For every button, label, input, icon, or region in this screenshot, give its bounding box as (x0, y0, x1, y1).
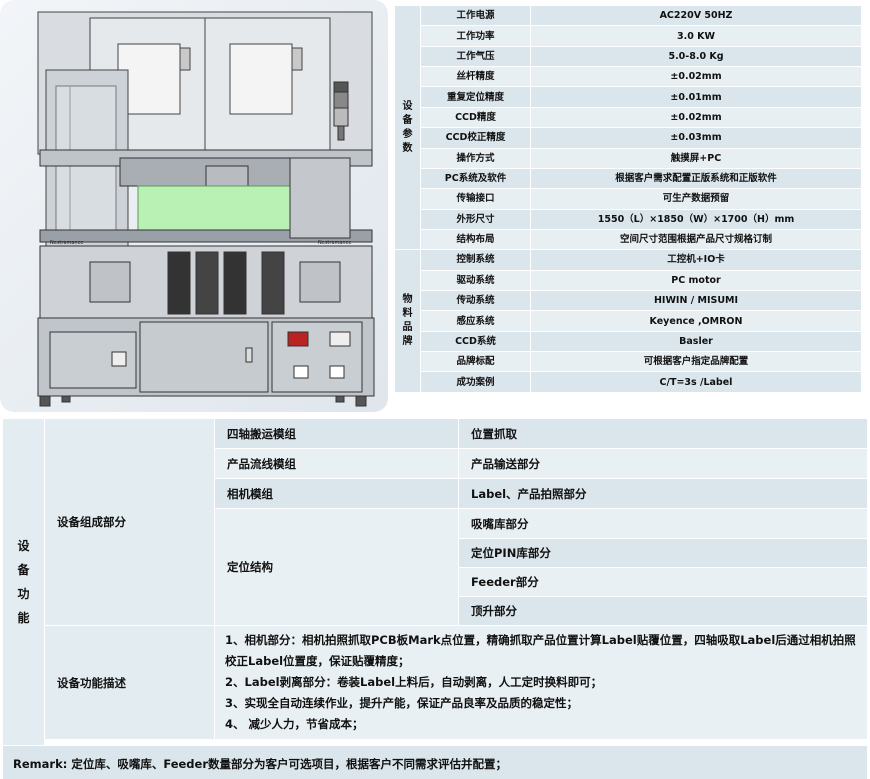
description-line: 2、Label剥离部分：卷装Label上料后，自动剥离，人工定时换料即可； (225, 675, 603, 689)
positioning-part: 定位PIN库部分 (458, 538, 868, 568)
spec-key: 控制系统 (420, 249, 531, 271)
spec-value: 可生产数据预留 (530, 188, 862, 210)
machine-drawing: Nestramance Nestramance (0, 0, 388, 412)
spec-value: AC220V 50HZ (530, 4, 862, 27)
spec-value: C/T=3s /Label (530, 371, 862, 393)
spec-value: Basler (530, 330, 862, 353)
feeder-area (39, 245, 373, 319)
spec-group-label: 物料品牌 (394, 249, 421, 393)
module-name: 产品流线模组 (214, 448, 459, 479)
positioning-part: Feeder部分 (458, 567, 868, 597)
spec-key: 丝杆精度 (420, 66, 531, 88)
module-part: 位置抓取 (458, 418, 868, 449)
positioning-name: 定位结构 (214, 508, 459, 626)
spec-value: 5.0-8.0 Kg (530, 45, 862, 68)
spec-key: 品牌标配 (420, 351, 531, 373)
spec-value: 3.0 KW (530, 25, 862, 47)
signal-tower (333, 81, 349, 141)
composition-label: 设备组成部分 (44, 418, 215, 626)
spec-key: 工作电源 (420, 4, 531, 27)
spec-value: 1550（L）×1850（W）×1700（H）mm (530, 208, 862, 230)
spec-key: 工作功率 (420, 25, 531, 47)
spec-row: 品牌标配可根据客户指定品牌配置 (395, 351, 862, 373)
spec-value: 触摸屏+PC (530, 147, 862, 169)
spec-key: 传动系统 (420, 290, 531, 312)
spec-row: CCD精度±0.02mm (395, 106, 862, 129)
spec-value: 可根据客户指定品牌配置 (530, 351, 862, 373)
positioning-part: 吸嘴库部分 (458, 508, 868, 539)
spec-value: ±0.02mm (530, 66, 862, 88)
spec-value: Keyence ,OMRON (530, 310, 862, 332)
spec-row: 物料品牌控制系统工控机+IO卡 (394, 249, 862, 393)
machine-feet (39, 395, 367, 407)
spec-key: CCD系统 (420, 330, 531, 353)
spec-key: CCD精度 (420, 106, 531, 129)
spec-value: 根据客户需求配置正版系统和正版软件 (530, 167, 862, 190)
spec-key: 重复定位精度 (420, 86, 531, 108)
description-line: 1、相机部分：相机拍照抓取PCB板Mark点位置，精确抓取产品位置计算Label… (225, 633, 856, 668)
module-part: 产品输送部分 (458, 448, 868, 479)
spec-key: 传输接口 (420, 188, 531, 210)
module-name: 相机模组 (214, 478, 459, 509)
spec-value: ±0.01mm (530, 86, 862, 108)
spec-key: PC系统及软件 (420, 167, 531, 190)
spec-row: PC系统及软件根据客户需求配置正版系统和正版软件 (395, 167, 862, 190)
description-cell: 1、相机部分：相机拍照抓取PCB板Mark点位置，精确抓取产品位置计算Label… (214, 625, 868, 740)
side-label: 设备功能 (17, 539, 30, 625)
spec-row: 重复定位精度±0.01mm (395, 86, 862, 108)
spec-key: 成功案例 (420, 371, 531, 393)
right-brand-label: Nestramance (318, 240, 351, 246)
spec-value: ±0.03mm (530, 127, 862, 149)
spec-key: 驱动系统 (420, 269, 531, 292)
left-brand-label: Nestramance (50, 240, 83, 246)
description-line: 4、 减少人力，节省成本； (225, 717, 364, 731)
spec-value: PC motor (530, 269, 862, 292)
spec-value: HIWIN / MISUMI (530, 290, 862, 312)
spec-key: 操作方式 (420, 147, 531, 169)
positioning-part: 顶升部分 (458, 596, 868, 626)
side-label-cell: 设备功能 (2, 418, 45, 746)
description-label: 设备功能描述 (44, 625, 215, 740)
spec-row: 传输接口可生产数据预留 (395, 188, 862, 210)
gantry (39, 149, 373, 243)
spec-value: 空间尺寸范围根据产品尺寸规格订制 (530, 228, 862, 251)
spec-key: 外形尺寸 (420, 208, 531, 230)
spec-key: 感应系统 (420, 310, 531, 332)
spec-key: CCD校正精度 (420, 127, 531, 149)
spec-row: CCD校正精度±0.03mm (395, 127, 862, 149)
module-name: 四轴搬运模组 (214, 418, 459, 449)
spec-row: 丝杆精度±0.02mm (395, 66, 862, 88)
spec-value: ±0.02mm (530, 106, 862, 129)
spec-row: 结构布局空间尺寸范围根据产品尺寸规格订制 (395, 228, 862, 251)
spec-value: 工控机+IO卡 (530, 249, 862, 271)
module-part: Label、产品拍照部分 (458, 478, 868, 509)
lower-cabinet (37, 317, 375, 397)
spec-group-label: 设备参数 (394, 4, 421, 251)
function-table: 设备功能 设备组成部分 四轴搬运模组 位置抓取 产品流线模组 产品输送部分 相机… (2, 418, 868, 779)
spec-key: 结构布局 (420, 228, 531, 251)
remark: Remark: 定位库、吸嘴库、Feeder数量部分为客户可选项目，根据客户不同… (2, 745, 868, 779)
description-line: 3、实现全自动连续作业，提升产能，保证产品良率及品质的稳定性； (225, 696, 578, 710)
spec-key: 工作气压 (420, 45, 531, 68)
spec-row: 操作方式触摸屏+PC (395, 147, 862, 169)
